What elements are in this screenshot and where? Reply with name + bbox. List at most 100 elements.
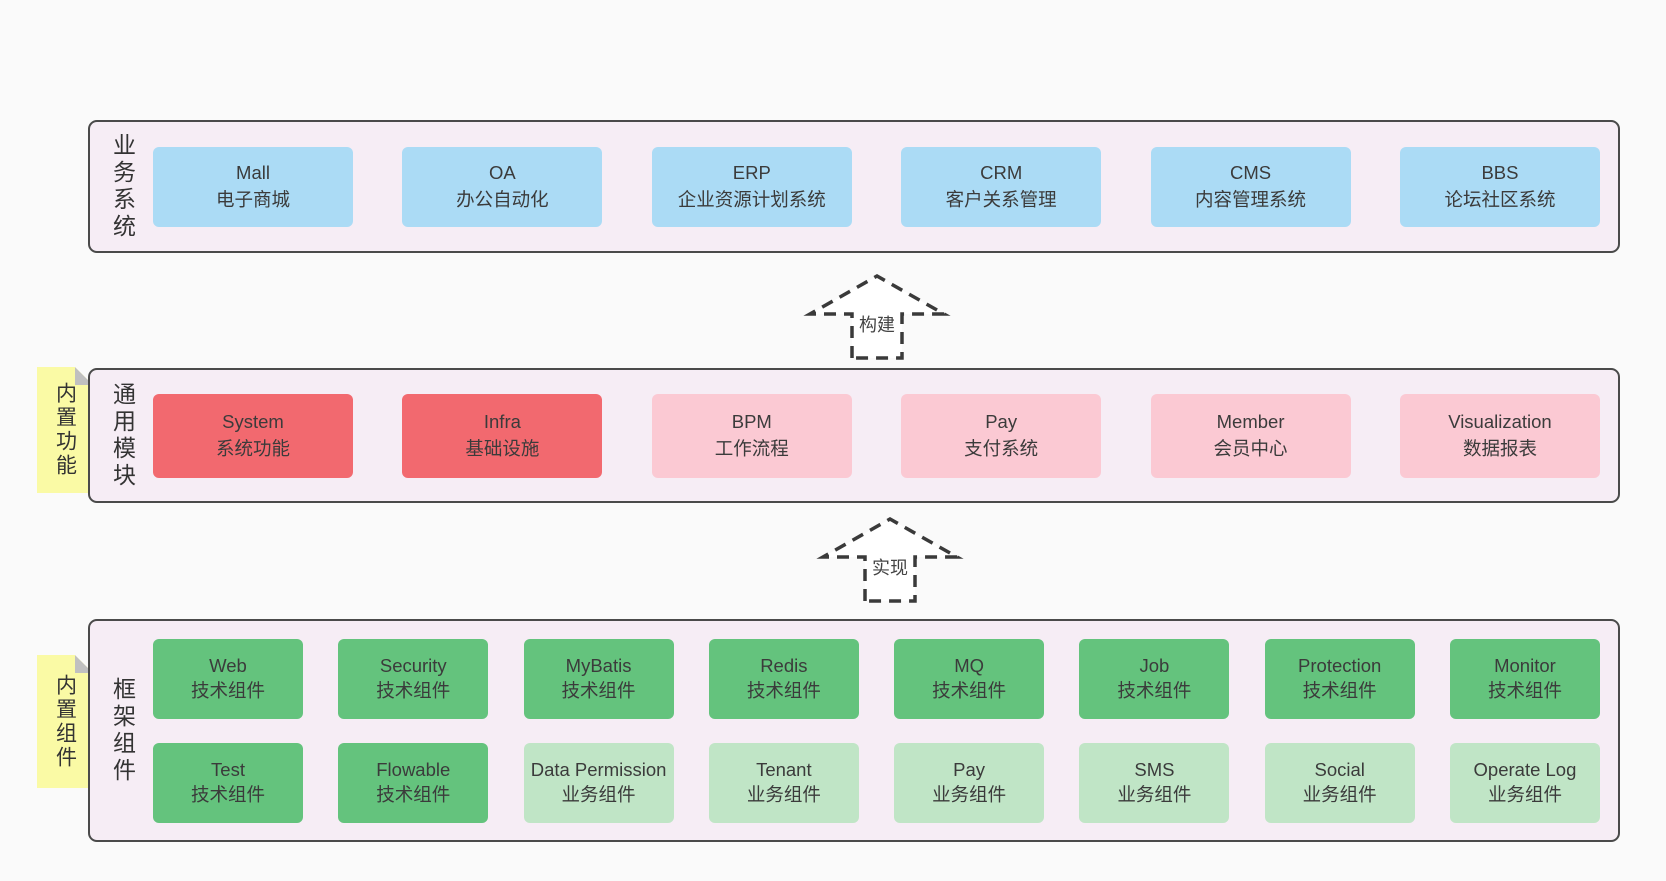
- box-name: Pay: [953, 758, 986, 780]
- box-name: MQ: [954, 654, 985, 676]
- box-visualization: Visualization 数据报表: [1399, 393, 1600, 478]
- box-name: Web: [209, 654, 247, 676]
- business-boxes: Mall 电子商城 OA 办公自动化 ERP 企业资源计划系统 CRM 客户关系…: [138, 146, 1618, 227]
- box-bpm: BPM 工作流程: [651, 393, 852, 478]
- box-desc: 电子商城: [215, 188, 290, 210]
- box-name: Flowable: [376, 758, 451, 780]
- box-name: SMS: [1134, 758, 1175, 780]
- box-desc: 技术组件: [376, 679, 451, 701]
- sticky-note-builtin-features: 内置功能: [37, 367, 93, 493]
- box-desc: 业务组件: [1117, 783, 1192, 805]
- box-name: Monitor: [1494, 654, 1556, 676]
- box-name: Mall: [236, 161, 270, 183]
- box-desc: 内容管理系统: [1195, 188, 1307, 210]
- component-row-2: Test 技术组件 Flowable 技术组件 Data Permission …: [153, 742, 1600, 823]
- box-desc: 数据报表: [1462, 437, 1537, 459]
- box-redis: Redis 技术组件: [708, 638, 859, 719]
- box-name: Tenant: [756, 758, 812, 780]
- layer-title-vertical: 通用模块: [109, 381, 136, 490]
- implement-arrow: 实现: [816, 516, 964, 603]
- box-mybatis: MyBatis 技术组件: [523, 638, 674, 719]
- box-name: BBS: [1481, 161, 1519, 183]
- box-oa: OA 办公自动化: [402, 146, 603, 227]
- box-desc: 企业资源计划系统: [677, 188, 826, 210]
- box-desc: 办公自动化: [456, 188, 549, 210]
- box-name: System: [222, 410, 284, 432]
- box-social: Social 业务组件: [1264, 742, 1415, 823]
- box-desc: 业务组件: [1487, 783, 1562, 805]
- layer-framework-components: 框架组件 Web 技术组件 Security 技术组件 MyBatis 技术组件…: [88, 619, 1620, 842]
- box-desc: 技术组件: [932, 679, 1007, 701]
- box-name: Redis: [760, 654, 808, 676]
- box-desc: 客户关系管理: [945, 188, 1057, 210]
- arrow-label: 实现: [872, 558, 908, 578]
- box-cms: CMS 内容管理系统: [1150, 146, 1351, 227]
- box-desc: 技术组件: [190, 783, 265, 805]
- box-desc: 工作流程: [714, 437, 789, 459]
- box-desc: 技术组件: [561, 679, 636, 701]
- box-name: OA: [489, 161, 516, 183]
- box-name: Visualization: [1448, 410, 1552, 432]
- box-sms: SMS 业务组件: [1079, 742, 1230, 823]
- box-name: Data Permission: [530, 758, 667, 780]
- sticky-note-label: 内置功能: [53, 382, 77, 478]
- box-mq: MQ 技术组件: [894, 638, 1045, 719]
- box-name: MyBatis: [565, 654, 632, 676]
- sticky-note-label: 内置组件: [53, 673, 77, 770]
- box-desc: 技术组件: [1302, 679, 1377, 701]
- box-tenant: Tenant 业务组件: [708, 742, 859, 823]
- box-security: Security 技术组件: [338, 638, 489, 719]
- arrow-outline: [816, 516, 964, 603]
- box-desc: 业务组件: [746, 783, 821, 805]
- box-desc: 技术组件: [1117, 679, 1192, 701]
- component-row-1: Web 技术组件 Security 技术组件 MyBatis 技术组件 Redi…: [153, 638, 1600, 719]
- box-infra: Infra 基础设施: [402, 393, 603, 478]
- box-desc: 业务组件: [932, 783, 1007, 805]
- box-name: Test: [211, 758, 245, 780]
- layer-title-vertical: 框架组件: [109, 676, 136, 785]
- box-desc: 技术组件: [746, 679, 821, 701]
- box-name: ERP: [732, 161, 771, 183]
- sticky-note-builtin-components: 内置组件: [37, 655, 93, 788]
- box-mall: Mall 电子商城: [153, 146, 353, 227]
- box-name: CRM: [980, 161, 1023, 183]
- box-desc: 基础设施: [465, 437, 540, 459]
- arrow-outline: [803, 273, 951, 360]
- build-arrow: 构建: [803, 273, 951, 360]
- box-desc: 技术组件: [1487, 679, 1562, 701]
- box-monitor: Monitor 技术组件: [1449, 638, 1600, 719]
- box-desc: 业务组件: [561, 783, 636, 805]
- box-name: Infra: [483, 410, 521, 432]
- box-job: Job 技术组件: [1079, 638, 1230, 719]
- module-boxes: System 系统功能 Infra 基础设施 BPM 工作流程 Pay 支付系统…: [138, 393, 1618, 478]
- box-name: Job: [1139, 654, 1170, 676]
- box-desc: 会员中心: [1213, 437, 1288, 459]
- box-desc: 系统功能: [215, 437, 290, 459]
- box-protection: Protection 技术组件: [1264, 638, 1415, 719]
- box-flowable: Flowable 技术组件: [338, 742, 489, 823]
- box-member: Member 会员中心: [1150, 393, 1351, 478]
- box-crm: CRM 客户关系管理: [901, 146, 1102, 227]
- box-operate-log: Operate Log 业务组件: [1449, 742, 1600, 823]
- box-desc: 论坛社区系统: [1444, 188, 1556, 210]
- box-desc: 技术组件: [190, 679, 265, 701]
- box-data-permission: Data Permission 业务组件: [523, 742, 674, 823]
- box-name: CMS: [1230, 161, 1272, 183]
- box-name: Operate Log: [1473, 758, 1577, 780]
- box-test: Test 技术组件: [153, 742, 303, 823]
- box-name: Security: [379, 654, 447, 676]
- box-name: Member: [1216, 410, 1285, 432]
- box-desc: 业务组件: [1302, 783, 1377, 805]
- arrow-label: 构建: [859, 315, 895, 335]
- box-name: Pay: [985, 410, 1018, 432]
- box-desc: 支付系统: [964, 437, 1039, 459]
- box-name: BPM: [731, 410, 772, 432]
- box-web: Web 技术组件: [153, 638, 303, 719]
- layer-business-systems: 业务系统 Mall 电子商城 OA 办公自动化 ERP 企业资源计划系统 CRM…: [88, 120, 1620, 253]
- layer-title-vertical: 业务系统: [109, 132, 136, 241]
- box-bbs: BBS 论坛社区系统: [1399, 146, 1600, 227]
- box-name: Social: [1314, 758, 1365, 780]
- component-rows: Web 技术组件 Security 技术组件 MyBatis 技术组件 Redi…: [138, 638, 1618, 823]
- box-desc: 技术组件: [376, 783, 451, 805]
